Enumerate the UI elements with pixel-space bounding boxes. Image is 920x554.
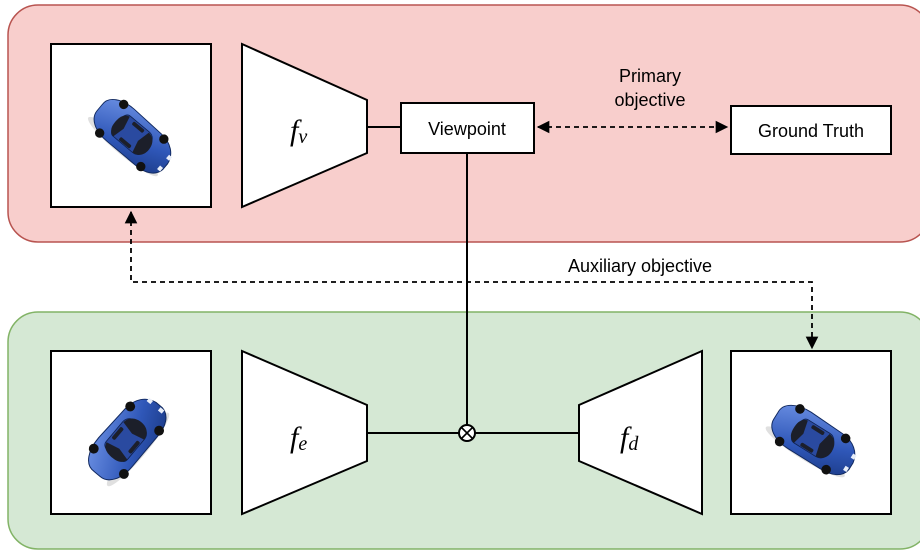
primary-objective-label-line2: objective <box>614 90 685 110</box>
viewpoint-box <box>400 102 535 154</box>
auxiliary-objective-arrow <box>124 210 819 350</box>
viewpoint-network-shape <box>241 42 368 209</box>
primary-objective-label-line1: Primary <box>619 66 681 86</box>
decoder-network-shape <box>578 349 703 516</box>
viewpoint-box-label: Viewpoint <box>428 119 506 139</box>
auxiliary-objective-label: Auxiliary objective <box>568 256 712 276</box>
multiply-node-icon <box>458 424 476 442</box>
encoder-network-shape <box>241 349 368 516</box>
ground-truth-box <box>730 105 892 155</box>
ground-truth-box-label: Ground Truth <box>758 121 864 141</box>
